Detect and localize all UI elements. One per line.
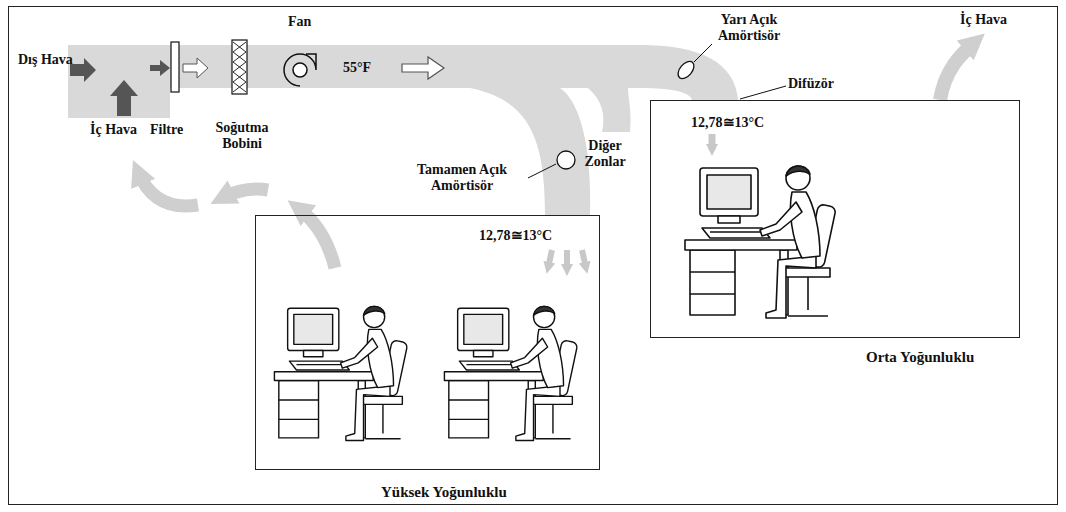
part-name: Difüzör	[788, 76, 834, 92]
room-box: 12,78≅13°CYüksek Yoğunluklu	[255, 215, 600, 470]
temperature-label: 55°F	[343, 60, 371, 76]
part-name: Tamamen Açık Amörtisör	[398, 162, 526, 194]
part-name: Diğer Zonlar	[574, 138, 636, 170]
air-label: İç Hava	[960, 12, 1007, 28]
air-label: Dış Hava	[18, 52, 73, 68]
room-caption: Yüksek Yoğunluklu	[381, 484, 507, 500]
air-label: İç Hava	[90, 122, 137, 138]
part-name: Soğutma Bobini	[206, 120, 278, 152]
part-name: Filtre	[150, 122, 183, 138]
room-temperature: 12,78≅13°C	[691, 115, 764, 131]
room-caption: Orta Yoğunluklu	[866, 349, 974, 365]
part-name: Yarı Açık Amörtisör	[706, 12, 792, 44]
room-box: 12,78≅13°COrta Yoğunluklu	[650, 100, 1020, 338]
part-name: Fan	[288, 14, 311, 30]
room-temperature: 12,78≅13°C	[479, 228, 552, 244]
